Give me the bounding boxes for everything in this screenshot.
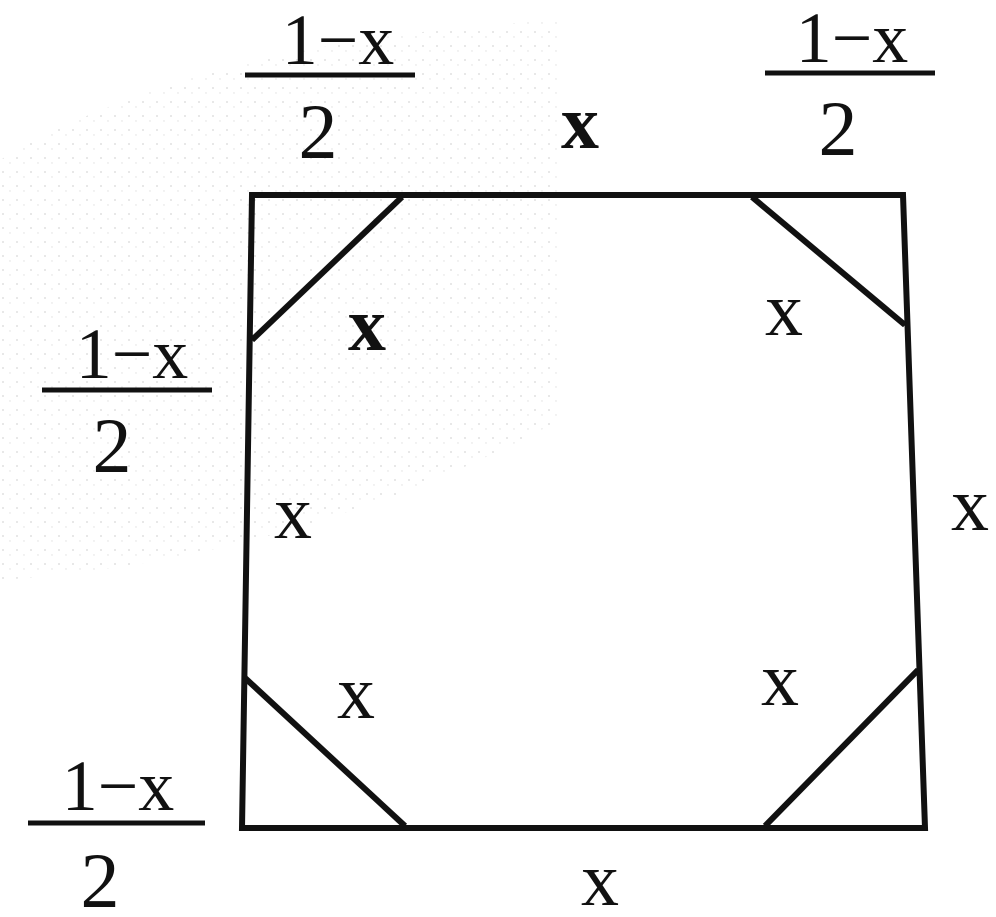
label-cut-top-left: x [348,283,386,367]
outer-square [238,192,929,831]
label-right-side: x [951,463,989,547]
fraction-top-left-denominator: 2 [299,88,338,175]
label-top-side: x [561,81,599,165]
cut-line-top-right [750,194,907,328]
fraction-left-lower-numerator: 1−x [62,746,175,826]
fraction-top-left-numerator: 1−x [282,0,395,80]
label-cut-top-right: x [765,268,803,352]
label-left-side: x [274,471,312,555]
fraction-left-lower: 1−x 2 [28,746,205,917]
label-bottom-side: x [581,838,619,917]
cut-line-bottom-right [762,667,921,829]
label-cut-bottom-left: x [337,651,375,735]
fraction-top-left: 1−x 2 [245,0,415,175]
fraction-top-right: 1−x 2 [765,0,935,172]
fraction-top-right-denominator: 2 [819,85,858,172]
fraction-left-upper-denominator: 2 [93,402,132,489]
fraction-left-lower-denominator: 2 [81,837,120,917]
label-cut-bottom-right: x [761,638,799,722]
cut-line-top-left [249,194,405,343]
fraction-left-upper-numerator: 1−x [76,314,189,394]
cut-line-bottom-left [241,674,408,829]
scan-shading [0,20,560,580]
fraction-top-right-numerator: 1−x [796,0,909,78]
fraction-left-upper: 1−x 2 [42,314,212,489]
